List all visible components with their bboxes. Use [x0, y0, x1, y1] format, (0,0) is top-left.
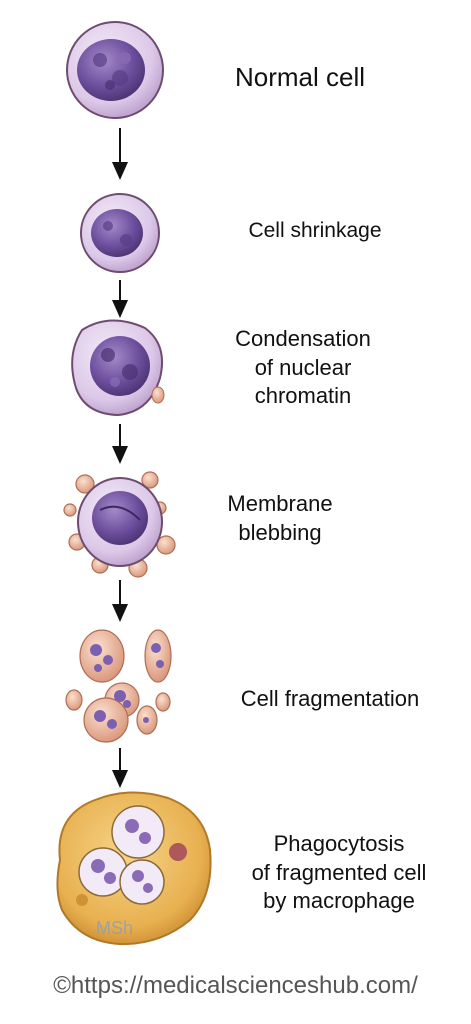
label-cell-shrinkage: Cell shrinkage — [248, 219, 382, 242]
label-normal-cell: Normal cell — [234, 62, 366, 92]
shrunken-cell-illustration — [80, 193, 160, 273]
label-chromatin-condensation: Condensation of nuclear chromatin — [235, 326, 371, 409]
label-membrane-blebbing: Membrane blebbing — [227, 491, 333, 545]
fragmented-cell-illustration — [65, 629, 172, 743]
blebbing-cell-illustration — [63, 471, 176, 578]
macrophage-illustration — [56, 791, 212, 946]
source-url: ©https://medicalscienceshub.com/ — [53, 972, 418, 999]
normal-cell-illustration — [66, 21, 164, 119]
watermark: MSh — [96, 918, 134, 938]
condensed-cell-illustration — [71, 319, 165, 417]
label-cell-fragmentation: Cell fragmentation — [240, 686, 420, 711]
label-phagocytosis: Phagocytosis of fragmented cell by macro… — [251, 831, 427, 914]
